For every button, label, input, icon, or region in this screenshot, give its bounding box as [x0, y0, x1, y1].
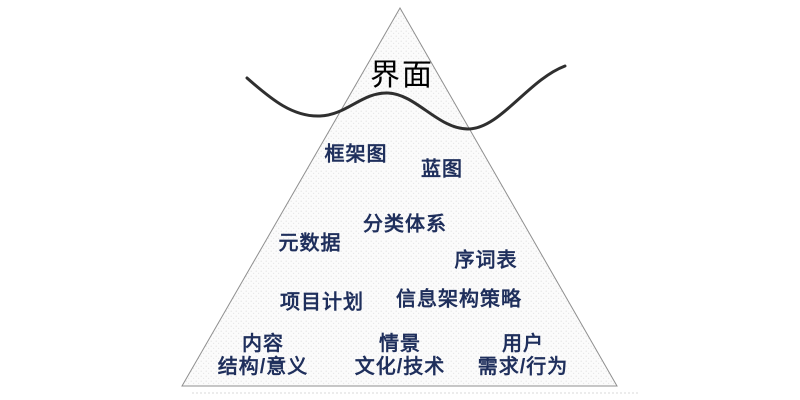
waterline-curve — [245, 64, 567, 131]
label-users: 用户 需求/行为 — [478, 333, 569, 379]
label-content: 内容 结构/意义 — [218, 333, 309, 379]
label-wireframes: 框架图 — [324, 143, 388, 166]
label-content-subtitle: 结构/意义 — [217, 356, 309, 378]
label-taxonomy: 分类体系 — [363, 213, 447, 236]
label-users-title: 用户 — [502, 333, 544, 355]
label-users-subtitle: 需求/行为 — [477, 356, 569, 378]
pyramid-triangle — [181, 6, 618, 387]
label-thesaurus: 序词表 — [454, 249, 518, 272]
label-context: 情景 文化/技术 — [355, 333, 446, 379]
label-ia-strategy: 信息架构策略 — [396, 288, 522, 311]
label-metadata: 元数据 — [278, 232, 342, 255]
label-project-plan: 项目计划 — [280, 291, 364, 314]
label-interface: 界面 — [370, 59, 434, 92]
label-context-title: 情景 — [379, 333, 421, 355]
label-blueprints: 蓝图 — [421, 158, 463, 181]
label-content-title: 内容 — [242, 333, 284, 355]
label-context-subtitle: 文化/技术 — [354, 356, 446, 378]
